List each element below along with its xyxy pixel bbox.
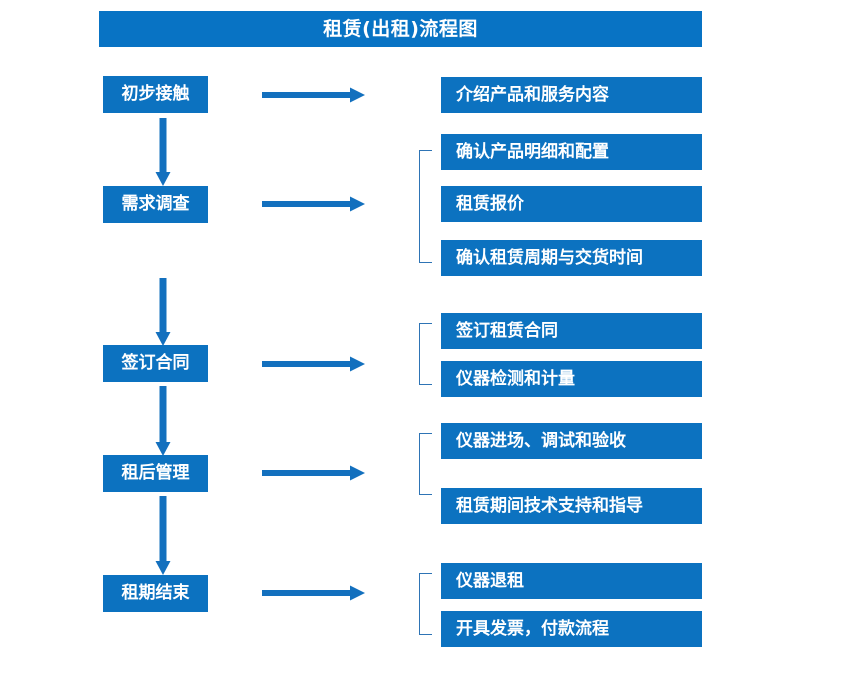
horizontal-arrow-1 [262, 86, 366, 104]
stage-box-3[interactable]: 签订合同 [103, 345, 208, 382]
chart-title: 租赁(出租)流程图 [323, 17, 478, 40]
detail-label-3-1: 签订租赁合同 [456, 320, 558, 341]
detail-label-2-3: 确认租赁周期与交货时间 [456, 247, 643, 268]
detail-box-2-1[interactable]: 确认产品明细和配置 [441, 134, 702, 170]
detail-label-4-2: 租赁期间技术支持和指导 [456, 495, 643, 516]
detail-label-4-1: 仪器进场、调试和验收 [456, 430, 626, 451]
vertical-arrow-1 [152, 118, 174, 187]
detail-label-1-1: 介绍产品和服务内容 [456, 84, 609, 105]
detail-box-2-3[interactable]: 确认租赁周期与交货时间 [441, 240, 702, 276]
detail-box-3-1[interactable]: 签订租赁合同 [441, 313, 702, 349]
stage-box-2[interactable]: 需求调查 [103, 186, 208, 223]
horizontal-arrow-5 [262, 584, 366, 602]
stage-label-3: 签订合同 [121, 353, 190, 373]
group-bracket-3 [419, 323, 432, 385]
horizontal-arrow-4 [262, 464, 366, 482]
group-bracket-4 [419, 433, 432, 495]
horizontal-arrow-2 [262, 195, 366, 213]
detail-box-4-2[interactable]: 租赁期间技术支持和指导 [441, 488, 702, 524]
vertical-arrow-4 [152, 496, 174, 576]
detail-box-5-1[interactable]: 仪器退租 [441, 563, 702, 599]
chart-title-bar: 租赁(出租)流程图 [99, 11, 702, 47]
detail-label-2-2: 租赁报价 [456, 193, 524, 214]
stage-box-4[interactable]: 租后管理 [103, 455, 208, 492]
stage-label-1: 初步接触 [121, 84, 190, 104]
vertical-arrow-2 [152, 278, 174, 347]
detail-box-2-2[interactable]: 租赁报价 [441, 186, 702, 222]
stage-box-5[interactable]: 租期结束 [103, 575, 208, 612]
detail-box-3-2[interactable]: 仪器检测和计量 [441, 361, 702, 397]
detail-box-5-2[interactable]: 开具发票，付款流程 [441, 611, 702, 647]
group-bracket-5 [419, 573, 432, 635]
detail-box-1-1[interactable]: 介绍产品和服务内容 [441, 77, 702, 113]
horizontal-arrow-3 [262, 355, 366, 373]
vertical-arrow-3 [152, 386, 174, 457]
stage-label-4: 租后管理 [121, 463, 190, 483]
stage-box-1[interactable]: 初步接触 [103, 76, 208, 113]
detail-box-4-1[interactable]: 仪器进场、调试和验收 [441, 423, 702, 459]
detail-label-2-1: 确认产品明细和配置 [456, 141, 609, 162]
group-bracket-2 [419, 150, 432, 263]
stage-label-2: 需求调查 [121, 194, 190, 214]
detail-label-5-1: 仪器退租 [456, 570, 524, 591]
stage-label-5: 租期结束 [121, 583, 190, 603]
detail-label-5-2: 开具发票，付款流程 [456, 618, 609, 639]
detail-label-3-2: 仪器检测和计量 [456, 368, 575, 389]
